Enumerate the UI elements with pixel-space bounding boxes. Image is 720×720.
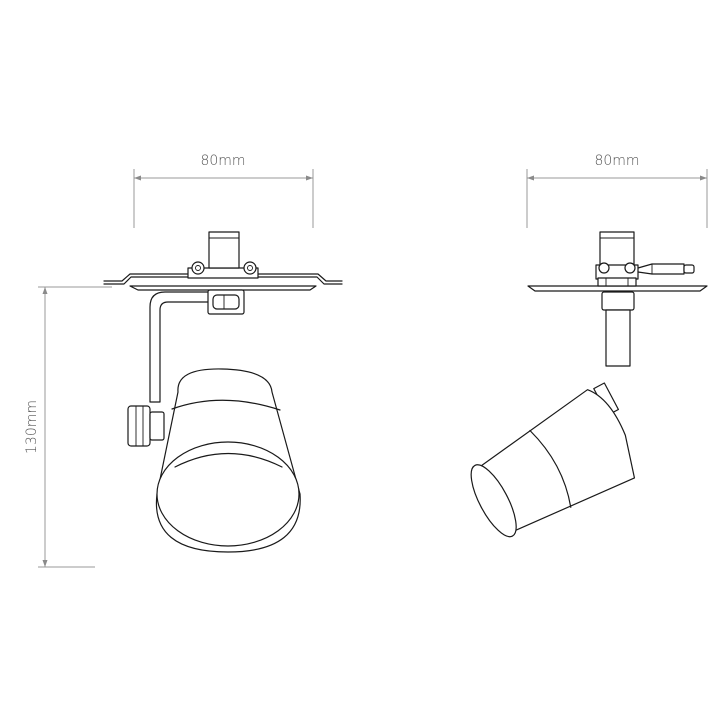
front-lamp-head — [155, 368, 301, 553]
front-pivot-knob — [127, 405, 165, 447]
side-stem — [601, 291, 635, 367]
side-view: 80mm — [470, 153, 708, 538]
side-width-dimension: 80mm — [526, 153, 708, 228]
side-terminal-block — [595, 231, 695, 287]
front-width-label: 80mm — [200, 153, 245, 169]
height-label: 130mm — [24, 400, 40, 454]
front-terminal-block — [191, 231, 257, 275]
height-dimension: 130mm — [24, 286, 112, 568]
front-view: 80mm 130mm — [24, 153, 343, 568]
front-wires — [103, 273, 343, 285]
side-lamp-head — [470, 382, 636, 538]
front-bracket-arm — [149, 289, 245, 403]
front-mounting-plate — [129, 267, 317, 291]
front-width-dimension: 80mm — [133, 153, 314, 228]
side-mounting-plate — [527, 285, 708, 292]
side-width-label: 80mm — [594, 153, 639, 169]
